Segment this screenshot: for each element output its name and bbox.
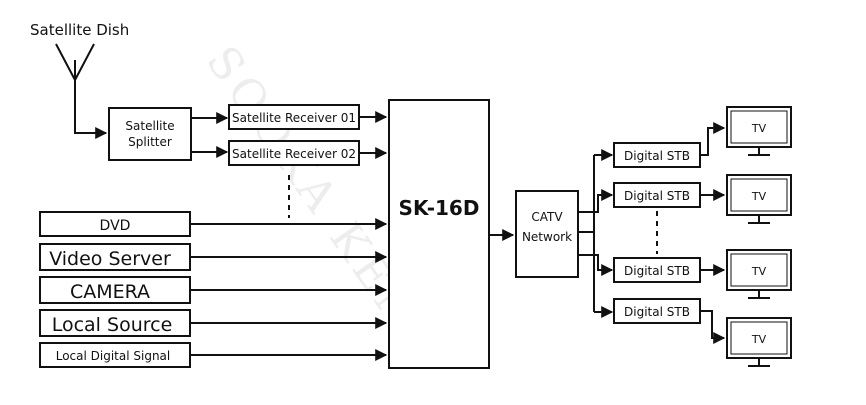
stb-3-label: Digital STB — [624, 264, 690, 278]
splitter-label-line2: Splitter — [128, 135, 172, 149]
digital-stb-1-box: Digital STB — [613, 142, 701, 168]
satellite-receiver-02-box: Satellite Receiver 02 — [228, 140, 360, 166]
digital-stb-2-box: Digital STB — [613, 182, 701, 208]
splitter-label-line1: Satellite — [125, 119, 174, 133]
tv-3-label: TV — [751, 265, 767, 278]
catv-network-box: CATV Network — [515, 190, 579, 278]
source-local-source-box: Local Source — [39, 309, 191, 337]
digital-stb-3-box: Digital STB — [613, 257, 701, 283]
source-dvd-label: DVD — [100, 218, 131, 234]
tv-2-label: TV — [751, 190, 767, 203]
main-unit-label: SK-16D — [399, 196, 480, 220]
catv-to-stb3-line — [578, 254, 614, 276]
tv-3-icon: TV — [726, 249, 792, 299]
tv-2-icon: TV — [726, 174, 792, 224]
dish-to-splitter-line — [74, 115, 108, 139]
receiver-02-label: Satellite Receiver 02 — [232, 147, 356, 161]
source-local-source-label: Local Source — [52, 314, 173, 336]
source-camera-label: CAMERA — [70, 281, 150, 303]
source-camera-box: CAMERA — [39, 276, 191, 304]
stb-4-label: Digital STB — [624, 305, 690, 319]
digital-stb-4-box: Digital STB — [613, 298, 701, 324]
catv-label-line2: Network — [522, 230, 572, 244]
stb-1-label: Digital STB — [624, 149, 690, 163]
stb-2-label: Digital STB — [624, 189, 690, 203]
source-dvd-box: DVD — [39, 211, 191, 237]
tv-4-label: TV — [751, 333, 767, 346]
satellite-splitter-box: Satellite Splitter — [108, 107, 192, 161]
stb1-to-tv1-line — [700, 122, 726, 156]
tv-1-icon: TV — [726, 106, 792, 156]
satellite-receiver-01-box: Satellite Receiver 01 — [228, 104, 360, 130]
catv-distribution-lines — [578, 155, 595, 312]
antenna-label: Satellite Dish — [30, 21, 129, 39]
source-video-server-box: Video Server — [39, 243, 191, 271]
tv-1-label: TV — [751, 122, 767, 135]
receiver-01-label: Satellite Receiver 01 — [232, 111, 356, 125]
source-local-digital-signal-label: Local Digital Signal — [56, 349, 171, 363]
source-video-server-label: Video Server — [49, 248, 171, 270]
sk-16d-main-unit: SK-16D — [388, 99, 490, 369]
catv-label-line1: CATV — [531, 210, 563, 224]
stb4-to-tv4-line — [700, 310, 726, 344]
antenna-icon — [55, 43, 95, 115]
tv-4-icon: TV — [726, 317, 792, 367]
source-local-digital-signal-box: Local Digital Signal — [39, 342, 191, 368]
catv-to-stb2-line — [578, 189, 614, 213]
